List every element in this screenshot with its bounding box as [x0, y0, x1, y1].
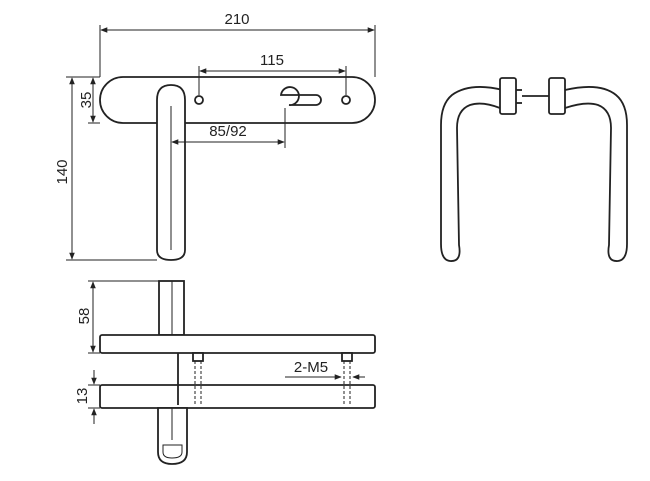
dimension-overall-width: 210 [99, 11, 376, 77]
dim-label-2-m5: 2-M5 [294, 359, 328, 376]
dimension-plate-height: 35 [78, 76, 100, 124]
dimension-backset: 85/92 [170, 106, 286, 148]
dim-label-58: 58 [76, 308, 93, 325]
backplate-front [99, 76, 376, 124]
keyhole-icon [279, 86, 322, 106]
section-view: 58 13 2-M5 [74, 280, 376, 465]
dim-label-85-92: 85/92 [209, 123, 247, 140]
screw-hole-left [194, 95, 204, 105]
dim-label-210: 210 [224, 11, 249, 28]
lever-handle-right-side [564, 86, 628, 262]
screw-post-right [341, 352, 353, 405]
dim-label-140: 140 [54, 159, 71, 184]
backplate-upper-section [99, 334, 376, 354]
dim-label-35: 35 [78, 92, 95, 109]
dimension-hole-spacing: 115 [198, 52, 347, 95]
screw-post-left [192, 352, 204, 405]
dimension-rose-height: 58 [76, 280, 159, 354]
screw-hole-right [341, 95, 351, 105]
rose-left [499, 77, 517, 115]
side-perspective-view [440, 77, 628, 262]
front-view: 210 115 85/92 35 140 [54, 11, 376, 261]
dimension-door-thickness: 13 [74, 370, 100, 424]
dimension-handle-height: 140 [54, 76, 157, 261]
backplate-lower-section [99, 384, 376, 409]
rose-right [548, 77, 566, 115]
dim-label-115: 115 [260, 52, 284, 69]
dim-label-13: 13 [74, 388, 91, 405]
screw-spec-callout: 2-M5 [285, 359, 365, 380]
lever-handle-left-side [440, 86, 504, 262]
